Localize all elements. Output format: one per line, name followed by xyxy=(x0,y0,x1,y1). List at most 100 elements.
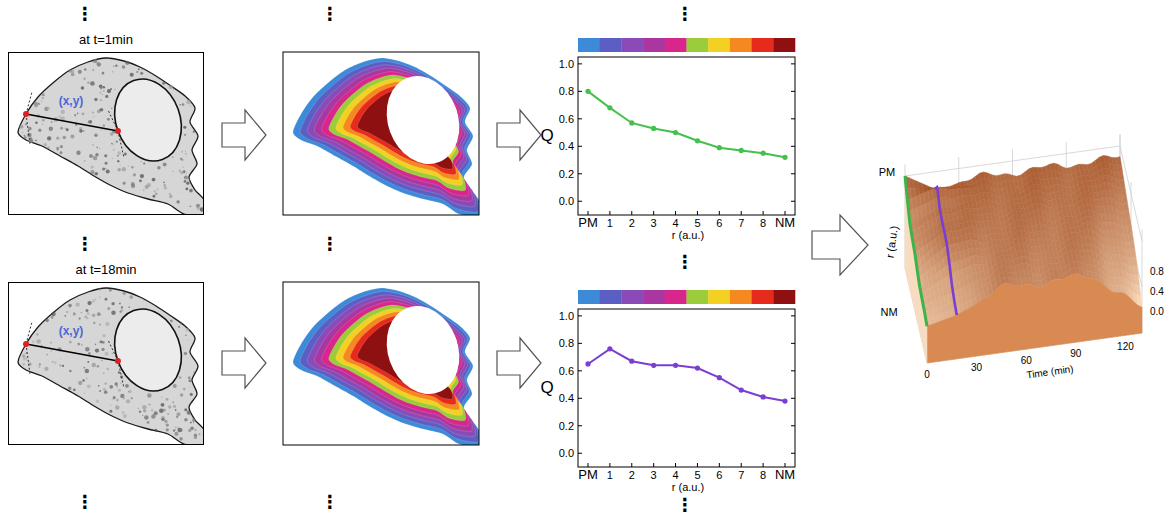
cell-texture xyxy=(62,365,64,367)
cell-texture xyxy=(76,303,80,307)
cell-texture xyxy=(179,428,183,432)
contour-image xyxy=(283,52,482,218)
cell-texture xyxy=(139,179,142,182)
profile-point xyxy=(782,155,787,160)
chart-axis-label: 6 xyxy=(716,469,722,482)
cell-texture xyxy=(83,77,85,79)
block-arrow xyxy=(812,215,868,275)
chart-axis-label: NM xyxy=(775,216,795,231)
tick-mark xyxy=(609,211,610,215)
cell-texture xyxy=(77,343,80,346)
cell-texture xyxy=(50,130,52,132)
cell-texture xyxy=(36,339,41,344)
cell-texture xyxy=(122,411,125,414)
cell-texture xyxy=(186,182,189,185)
cell-texture xyxy=(157,189,159,191)
block-arrow xyxy=(497,110,541,160)
chart-axis-label: 4 xyxy=(672,469,678,482)
colorbar-cell xyxy=(687,290,709,304)
cell-texture xyxy=(93,59,97,63)
surface-axis-label: 60 xyxy=(1021,355,1032,367)
cell-texture xyxy=(116,141,118,143)
cell-texture xyxy=(42,94,45,97)
chart-axis-label: 2 xyxy=(629,469,635,482)
profile-point xyxy=(761,394,766,399)
cell-texture xyxy=(87,361,89,363)
continuation-dots: ⋮ xyxy=(321,493,339,511)
cell-texture xyxy=(51,121,53,123)
panel-frame xyxy=(283,282,479,445)
cell-texture xyxy=(162,82,165,85)
chart-axis-label: 1.0 xyxy=(559,310,574,323)
cell-texture xyxy=(131,182,135,186)
cell-texture xyxy=(147,183,151,187)
cell-texture xyxy=(106,368,109,371)
cell-texture xyxy=(82,113,85,116)
cell-texture xyxy=(179,376,182,379)
cell-texture xyxy=(82,379,85,382)
cell-texture xyxy=(123,397,125,399)
block-arrow xyxy=(222,338,266,388)
cell-outline xyxy=(18,288,204,445)
tick-mark xyxy=(609,463,610,467)
cell-texture xyxy=(187,410,192,415)
cell-texture xyxy=(81,344,83,346)
cell-texture xyxy=(68,304,72,308)
colorbar-cell xyxy=(752,290,774,304)
cell-texture xyxy=(85,347,89,351)
chart-axis-label: r (a.u.) xyxy=(672,481,704,494)
cell-texture xyxy=(144,415,148,419)
cell-texture xyxy=(117,168,120,171)
surface-axis-label: 0.8 xyxy=(1150,266,1164,278)
cell-texture xyxy=(184,180,187,183)
cell-texture xyxy=(84,315,87,318)
cell-texture xyxy=(190,427,194,431)
cell-texture xyxy=(194,433,197,436)
cell-texture xyxy=(175,426,177,428)
colorbar-cell xyxy=(730,38,752,52)
tick-mark xyxy=(697,463,698,467)
cell-texture xyxy=(186,173,187,174)
profile-point xyxy=(673,130,678,135)
cell-texture xyxy=(92,144,93,145)
surface-axis-label: Time (min) xyxy=(1026,363,1075,381)
chart-axis-label: 0.4 xyxy=(559,392,574,405)
profile-point xyxy=(739,148,744,153)
cell-texture xyxy=(35,121,38,124)
cell-texture xyxy=(165,82,166,83)
cell-texture xyxy=(112,353,114,355)
cell-texture xyxy=(184,134,186,136)
cell-texture xyxy=(173,384,177,388)
cell-texture xyxy=(70,135,74,139)
cell-texture xyxy=(85,309,88,312)
microscopy-image xyxy=(8,282,207,448)
profile-line xyxy=(588,91,785,157)
contour-band xyxy=(293,288,479,445)
cell-texture xyxy=(107,118,110,121)
continuation-dots: ⋮ xyxy=(676,496,694,514)
cell-texture xyxy=(87,301,91,305)
block-arrow xyxy=(222,110,266,160)
cell-texture xyxy=(84,393,85,394)
chart-axis-label: 6 xyxy=(716,217,722,230)
cell-texture xyxy=(105,322,109,326)
cell-texture xyxy=(131,166,134,169)
chart-axis-label: NM xyxy=(775,468,795,483)
tick-mark xyxy=(719,211,720,215)
tick-mark xyxy=(741,463,742,467)
distance-line xyxy=(26,114,118,131)
tick-mark xyxy=(578,118,582,119)
profile-point xyxy=(673,363,678,368)
chart-axis-label: 0.4 xyxy=(559,140,574,153)
profile-line xyxy=(905,176,927,326)
tick-mark xyxy=(791,453,795,454)
block-arrow xyxy=(497,338,541,388)
cell-texture xyxy=(100,108,104,112)
cell-texture xyxy=(139,410,141,412)
cell-texture xyxy=(22,132,23,133)
cell-texture xyxy=(36,333,38,335)
cell-texture xyxy=(161,403,165,407)
cell-texture xyxy=(89,154,93,158)
cell-texture xyxy=(92,314,96,318)
colorbar-cell xyxy=(578,38,600,52)
